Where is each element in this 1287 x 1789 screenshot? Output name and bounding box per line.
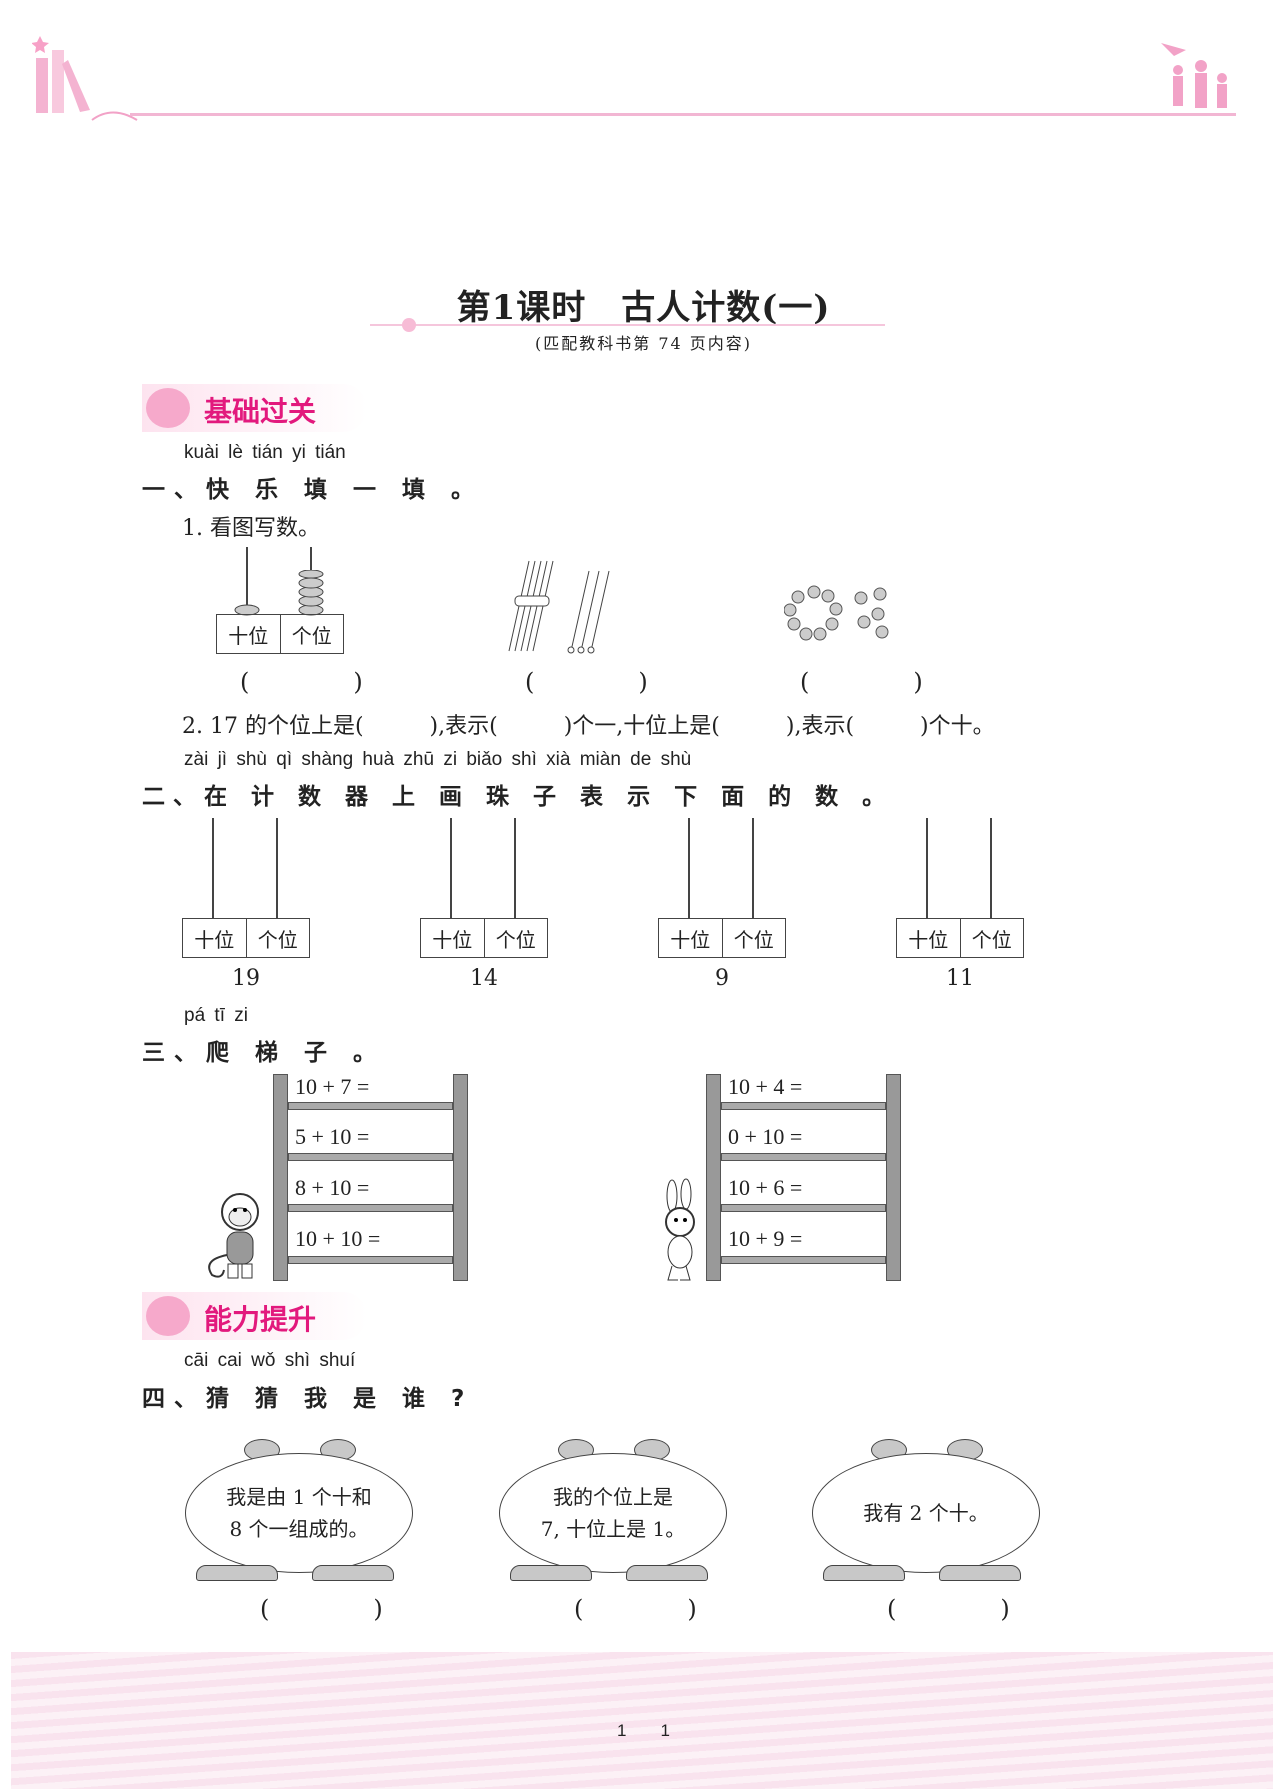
answer-blank[interactable]: ( ) bbox=[574, 1595, 737, 1623]
target-number: 19 bbox=[232, 966, 260, 991]
question-heading: 二、在 计 数 器 上 画 珠 子 表 示 下 面 的 数 。 bbox=[142, 784, 894, 810]
ladder-2: 10 + 4 = 0 + 10 = 10 + 6 = 10 + 9 = bbox=[706, 1074, 902, 1282]
title-dot bbox=[402, 318, 416, 332]
rabbit-illustration bbox=[654, 1178, 704, 1282]
equation: 10 + 10 = bbox=[295, 1226, 381, 1251]
question-heading: 三、爬 梯 子 。 bbox=[142, 1040, 386, 1066]
header-decoration-left bbox=[31, 30, 147, 130]
answer-blank[interactable]: ( ) bbox=[260, 1595, 423, 1623]
equation: 8 + 10 = bbox=[295, 1175, 370, 1200]
equation: 0 + 10 = bbox=[728, 1124, 803, 1149]
ladder-1: 10 + 7 = 5 + 10 = 8 + 10 = 10 + 10 = bbox=[273, 1074, 469, 1282]
pinyin: kuài lè tián yi tián bbox=[184, 442, 346, 463]
page-subtitle: (匹配教科书第 74 页内容) bbox=[534, 334, 753, 353]
equation: 10 + 6 = bbox=[728, 1175, 803, 1200]
pinyin: pá tī zi bbox=[184, 1005, 248, 1026]
footer-band bbox=[11, 1652, 1273, 1789]
sub-question: 1. 看图写数。 bbox=[182, 516, 320, 541]
section-banner-basic: 基础过关 bbox=[142, 384, 367, 432]
answer-blank[interactable]: ( ) bbox=[240, 668, 403, 696]
abacus-rod bbox=[246, 547, 248, 615]
target-number: 14 bbox=[470, 966, 498, 991]
tens-label: 十位 bbox=[228, 623, 269, 648]
graduation-cap-icon bbox=[146, 388, 190, 428]
page-number: 1 1 bbox=[617, 1721, 670, 1740]
abacus-beads bbox=[230, 569, 330, 616]
rocket-icon bbox=[146, 1296, 190, 1336]
clue-text: 8 个一组成的。 bbox=[229, 1517, 369, 1541]
answer-blank[interactable]: ( ) bbox=[800, 668, 963, 696]
equation: 5 + 10 = bbox=[295, 1124, 370, 1149]
ones-label: 个位 bbox=[279, 615, 344, 653]
question-heading: 四、猜 猜 我 是 谁 ? bbox=[142, 1386, 474, 1412]
place-value-box: 十位个位 bbox=[216, 614, 344, 654]
clue-text: 7, 十位上是 1。 bbox=[540, 1517, 686, 1541]
section-title: 基础过关 bbox=[204, 395, 317, 428]
equation: 10 + 9 = bbox=[728, 1226, 803, 1251]
question-heading: 一、快 乐 填 一 填 。 bbox=[142, 477, 484, 503]
sub-question: 2. 17 的个位上是( ),表示( )个一,十位上是( ),表示( )个十。 bbox=[182, 714, 995, 739]
answer-blank[interactable]: ( ) bbox=[887, 1595, 1050, 1623]
page-title: 第1课时 古人计数(一) bbox=[456, 288, 831, 328]
counters-picture bbox=[783, 584, 896, 646]
header-decoration-kids bbox=[1156, 38, 1236, 116]
section-title: 能力提升 bbox=[204, 1303, 317, 1336]
riddle-character-3: 我有 2 个十。 ( ) bbox=[811, 1425, 1041, 1635]
pinyin: cāi cai wǒ shì shuí bbox=[184, 1350, 356, 1371]
clue-text: 我是由 1 个十和 bbox=[226, 1485, 372, 1509]
clue-text: 我的个位上是 bbox=[553, 1485, 673, 1509]
target-number: 9 bbox=[715, 966, 729, 991]
clue-text: 我有 2 个十。 bbox=[863, 1501, 989, 1525]
target-number: 11 bbox=[946, 966, 974, 991]
sticks-picture bbox=[501, 556, 633, 654]
header-line bbox=[130, 113, 1236, 116]
equation: 10 + 7 = bbox=[295, 1074, 370, 1099]
equation: 10 + 4 = bbox=[728, 1074, 803, 1099]
monkey-illustration bbox=[202, 1190, 272, 1282]
title-underline bbox=[370, 324, 885, 326]
answer-blank[interactable]: ( ) bbox=[525, 668, 688, 696]
pinyin: zài jì shù qì shàng huà zhū zi biǎo shì … bbox=[184, 749, 692, 770]
section-banner-advanced: 能力提升 bbox=[142, 1292, 367, 1340]
